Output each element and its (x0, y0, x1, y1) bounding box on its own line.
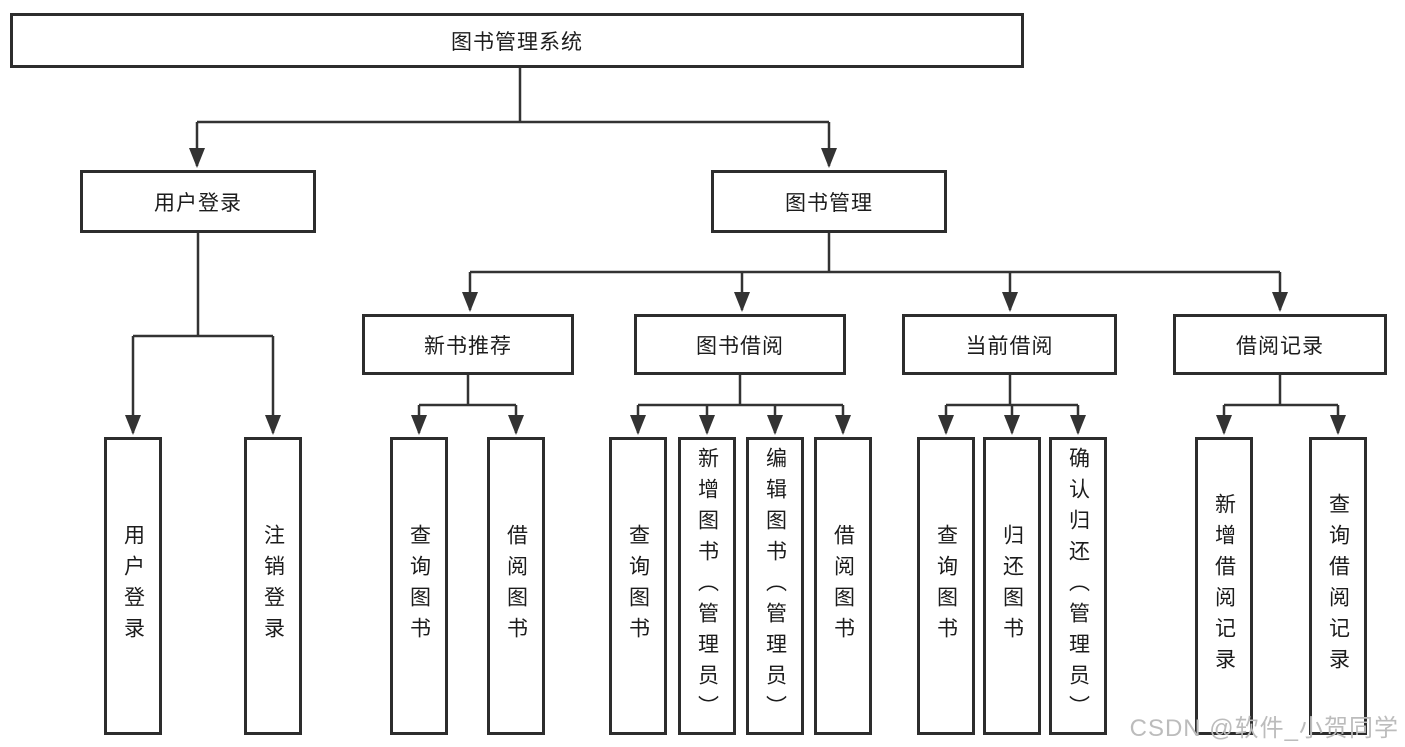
node-label: 图书管理系统 (451, 30, 583, 54)
node-label: 借阅记录 (1236, 334, 1324, 358)
node-borrowing-records: 借阅记录 (1173, 314, 1387, 375)
node-label: 新书推荐 (424, 334, 512, 358)
leaf-borrow-books: 借阅图书 (487, 437, 545, 735)
node-label: 借阅图书 (831, 524, 855, 648)
leaf-borrow-books: 借阅图书 (814, 437, 872, 735)
node-label: 查询图书 (934, 524, 958, 648)
node-label: 确认归还（管理员） (1066, 446, 1090, 726)
node-label: 图书管理 (785, 191, 873, 215)
node-label: 注销登录 (261, 524, 285, 648)
node-label: 查询图书 (407, 524, 431, 648)
node-book-borrowing: 图书借阅 (634, 314, 846, 375)
leaf-edit-books-admin: 编辑图书（管理员） (746, 437, 804, 735)
leaf-query-books: 查询图书 (390, 437, 448, 735)
leaf-logout: 注销登录 (244, 437, 302, 735)
node-label: 归还图书 (1000, 524, 1024, 648)
node-book-management: 图书管理 (711, 170, 947, 233)
node-label: 编辑图书（管理员） (763, 446, 787, 726)
leaf-user-login: 用户登录 (104, 437, 162, 735)
leaf-query-borrow-record: 查询借阅记录 (1309, 437, 1367, 735)
csdn-watermark: CSDN @软件_小贺同学 (1129, 715, 1399, 742)
node-user-login: 用户登录 (80, 170, 316, 233)
node-label: 新增借阅记录 (1212, 493, 1236, 679)
leaf-add-borrow-record: 新增借阅记录 (1195, 437, 1253, 735)
leaf-return-books: 归还图书 (983, 437, 1041, 735)
node-library-management-system: 图书管理系统 (10, 13, 1024, 68)
node-label: 新增图书（管理员） (695, 446, 719, 726)
node-label: 用户登录 (121, 524, 145, 648)
leaf-add-books-admin: 新增图书（管理员） (678, 437, 736, 735)
node-label: 用户登录 (154, 191, 242, 215)
leaf-query-books: 查询图书 (609, 437, 667, 735)
node-new-book-recommendation: 新书推荐 (362, 314, 574, 375)
leaf-confirm-return-admin: 确认归还（管理员） (1049, 437, 1107, 735)
node-current-borrowing: 当前借阅 (902, 314, 1117, 375)
node-label: 当前借阅 (965, 334, 1054, 358)
node-label: 借阅图书 (504, 524, 528, 648)
node-label: 查询图书 (626, 524, 650, 648)
node-label: 图书借阅 (696, 334, 784, 358)
node-label: 查询借阅记录 (1326, 493, 1350, 679)
leaf-query-books: 查询图书 (917, 437, 975, 735)
